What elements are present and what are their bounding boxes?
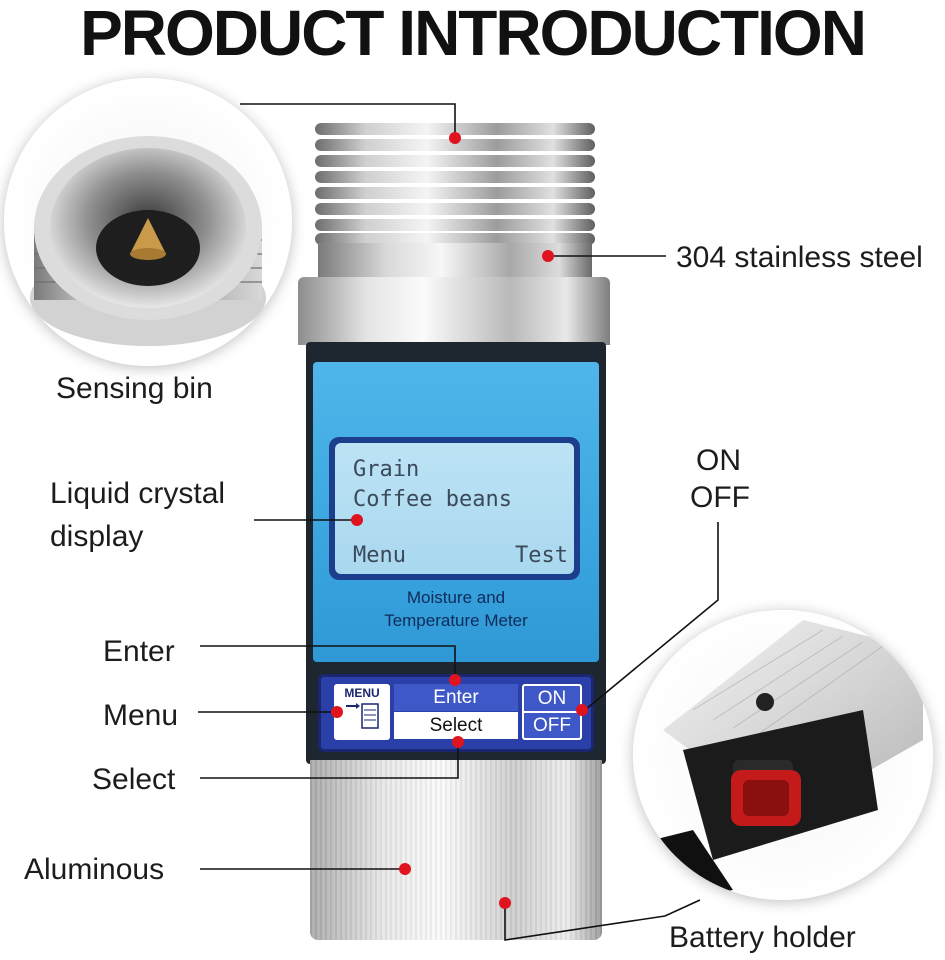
- thread-ring: [315, 203, 595, 215]
- callout-dot: [576, 704, 588, 716]
- panel-caption-1: Moisture and: [406, 588, 506, 607]
- menu-label: Menu: [103, 699, 179, 732]
- power-on-label: ON: [537, 688, 567, 709]
- callout-dot: [351, 514, 363, 526]
- lcd-soft-test: Test: [515, 543, 568, 568]
- menu-list-icon: [346, 703, 379, 729]
- power-off-label: OFF: [533, 715, 571, 736]
- menu-key-label: MENU: [344, 686, 380, 700]
- page-title: PRODUCT INTRODUCTION: [80, 0, 867, 69]
- callout-dot: [499, 897, 511, 909]
- battery-holder-illustration: [653, 620, 923, 900]
- steel-collar: [298, 277, 610, 345]
- aluminum-body: [310, 760, 602, 940]
- sensing-bin-label: Sensing bin: [56, 372, 213, 405]
- callout-dot: [449, 674, 461, 686]
- aluminous-label: Aluminous: [24, 853, 165, 886]
- on-label: ON: [696, 444, 741, 477]
- menu-button[interactable]: MENU: [334, 684, 390, 740]
- thread-ring: [315, 187, 595, 199]
- lcd-screen: Grain Coffee beans Menu Test: [329, 437, 580, 580]
- steel-neck: [318, 243, 592, 283]
- sensing-bin-illustration: [30, 136, 266, 346]
- lcd-label-line-1: Liquid crystal: [50, 477, 226, 510]
- callout-dot: [331, 706, 343, 718]
- thread-ring: [315, 171, 595, 183]
- enter-button[interactable]: Enter: [394, 684, 518, 711]
- lcd-line-1: Grain: [353, 457, 420, 482]
- battery-holder-label: Battery holder: [669, 921, 856, 954]
- callout-dot: [542, 250, 554, 262]
- enter-label: Enter: [103, 635, 175, 668]
- stainless-steel-label: 304 stainless steel: [676, 241, 923, 274]
- lcd-line-2: Coffee beans: [353, 487, 512, 512]
- panel-caption-2: Temperature Meter: [384, 611, 528, 630]
- sensing-bin-inset: [4, 78, 292, 366]
- lcd-label-line-2: display: [50, 520, 144, 553]
- callout-dot: [452, 736, 464, 748]
- callout-dot: [399, 863, 411, 875]
- thread-ring: [315, 155, 595, 167]
- lcd-soft-menu: Menu: [353, 543, 406, 568]
- thread-ring: [315, 139, 595, 151]
- select-label: Select: [92, 763, 176, 796]
- thread-ring: [315, 233, 595, 245]
- power-divider: [524, 711, 580, 713]
- battery-holder-inset: [633, 610, 933, 900]
- off-label: OFF: [690, 481, 750, 514]
- lcd-inner: Grain Coffee beans Menu Test: [335, 443, 574, 574]
- power-button[interactable]: ON OFF: [522, 684, 582, 740]
- callout-dot: [449, 132, 461, 144]
- select-button[interactable]: Select: [394, 712, 518, 739]
- thread-ring: [315, 219, 595, 231]
